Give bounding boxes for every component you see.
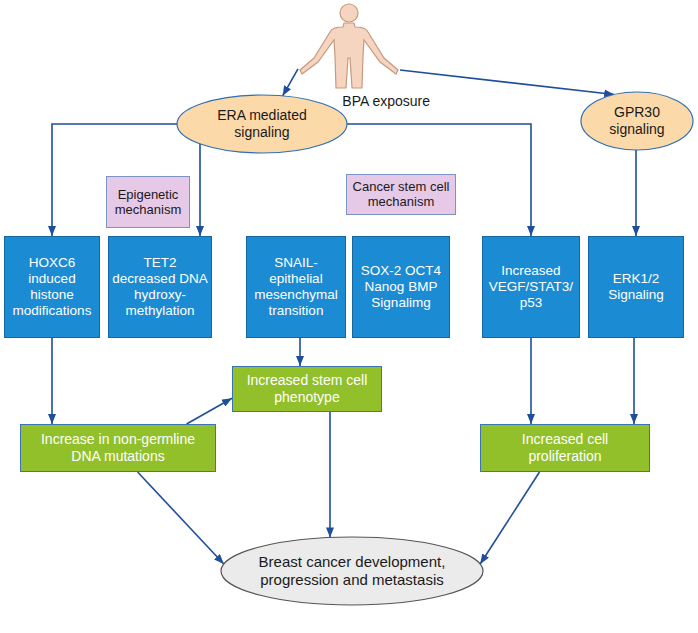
outcome-box: Increased cell proliferation [480,424,650,472]
arrow-connector [400,70,614,95]
node-label: TET2 decreased DNA hydroxy- methylation [109,253,211,321]
signaling-ellipse: GPR30 signaling [580,91,694,151]
process-box: TET2 decreased DNA hydroxy- methylation [108,236,212,338]
node-label: HOXC6 induced histone modifications [5,253,99,321]
node-label: Epigenetic mechanism [107,185,189,220]
arrow-connector [480,472,539,564]
node-label: SOX-2 OCT4 Nanog BMP Signalimg [353,261,449,313]
node-label: SNAIL- epithelial mesenchymal transition [247,253,345,321]
arrow-connector [199,144,201,236]
node-label: Increase in non-germline DNA mutations [21,428,215,467]
node-label: Increased cell proliferation [481,428,649,467]
outcome-box: Increase in non-germline DNA mutations [20,424,216,472]
arrow-connector [138,472,224,564]
arrow-connector [283,69,298,96]
process-box: ERK1/2 Signaling [588,236,684,338]
figure-head [340,4,358,22]
process-box: SOX-2 OCT4 Nanog BMP Signalimg [352,236,450,338]
human-figure [300,4,398,88]
signaling-ellipse: ERA mediated signaling [176,94,348,154]
arrow-connector [51,338,53,424]
process-box: SNAIL- epithelial mesenchymal transition [246,236,346,338]
node-label: BPA exposure [342,93,432,110]
mechanism-box: Epigenetic mechanism [106,176,190,228]
arrow-connector [299,338,301,366]
arrow-connector [530,338,532,424]
arrow-connector [635,150,637,236]
figure-body [300,23,398,88]
node-label: Increased stem cell phenotype [233,369,381,408]
process-box: Increased VEGF/STAT3/ p53 [482,236,580,338]
exposure-figure: BPA exposure [298,2,432,110]
arrow-connector [347,124,531,236]
node-label: ERA mediated signaling [176,105,348,142]
node-label: ERK1/2 Signaling [589,269,683,305]
mechanism-box: Cancer stem cell mechanism [346,174,456,215]
node-label: GPR30 signaling [580,102,694,139]
ellipse-shape [581,92,693,150]
node-label: Increased VEGF/STAT3/ p53 [483,261,579,313]
outcome-box: Increased stem cell phenotype [232,366,382,412]
arrow-connector [187,398,232,424]
process-box: HOXC6 induced histone modifications [4,236,100,338]
node-label: Breast cancer development, progression a… [220,551,484,590]
ellipse-shape [177,95,347,153]
result-ellipse: Breast cancer development, progression a… [220,536,484,606]
node-label: Cancer stem cell mechanism [347,177,455,212]
ellipse-shape [221,537,483,605]
arrow-connector [633,338,635,424]
arrow-connector [329,412,331,537]
